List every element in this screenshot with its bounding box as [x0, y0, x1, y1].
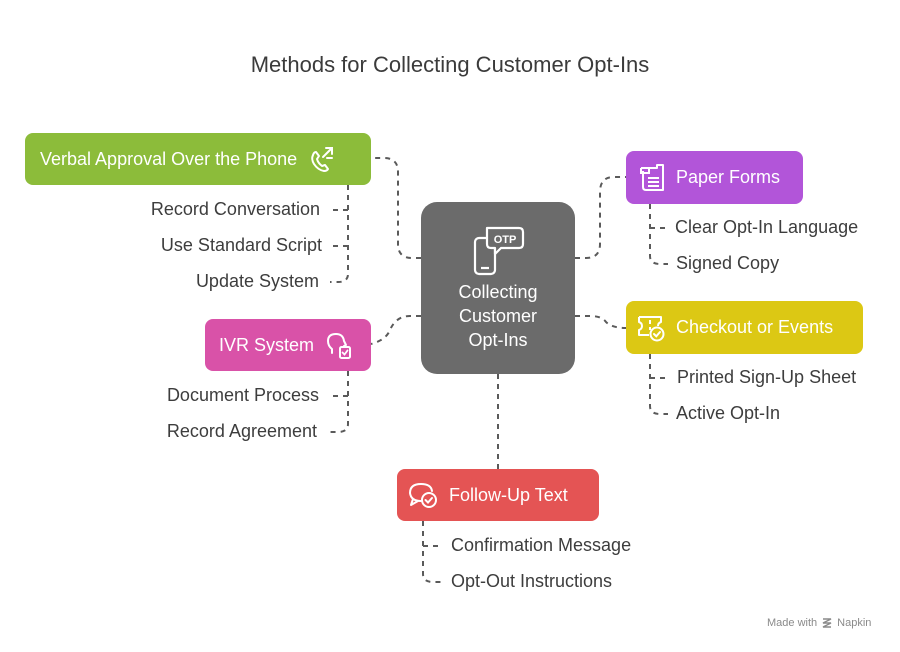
connector-followup-items [422, 521, 441, 583]
list-item: Update System [195, 271, 319, 291]
phone-otp-icon: OTP [473, 226, 525, 276]
diagram-title: Methods for Collecting Customer Opt-Ins [250, 52, 650, 77]
central-node: OTP Collecting Customer Opt-Ins [421, 202, 575, 374]
connector-paper-items [649, 204, 668, 265]
node-ivr-system-label: IVR System [219, 334, 315, 355]
connector-verbal [371, 157, 421, 259]
form-document-icon [640, 163, 664, 191]
napkin-logo-icon [822, 618, 832, 628]
list-item: Signed Copy [676, 253, 780, 273]
footer-brand: Napkin [837, 617, 872, 629]
connector-ivr-items [328, 371, 349, 433]
central-label-line-1: Collecting [458, 282, 538, 302]
connector-paper [575, 176, 626, 259]
node-paper-forms-label: Paper Forms [676, 167, 781, 187]
chat-check-icon [408, 482, 437, 508]
otp-icon-text: OTP [494, 234, 517, 246]
ticket-check-icon [638, 315, 665, 341]
voice-check-icon [327, 333, 352, 359]
list-item: Record Agreement [166, 421, 317, 441]
footer-made-with: Made with [767, 617, 818, 629]
made-with-napkin: Made with Napkin [767, 617, 871, 629]
central-label-line-2: Customer [458, 306, 538, 326]
list-item: Active Opt-In [676, 403, 781, 423]
node-checkout-events: Checkout or Events [626, 301, 863, 354]
list-item: Use Standard Script [160, 235, 322, 255]
list-item: Document Process [166, 385, 319, 405]
node-follow-up-text: Follow-Up Text [397, 469, 599, 521]
node-ivr-system: IVR System [205, 319, 371, 371]
node-checkout-events-label: Checkout or Events [676, 317, 834, 337]
list-item: Record Conversation [150, 199, 320, 219]
list-item: Clear Opt-In Language [675, 217, 859, 237]
list-item: Opt-Out Instructions [451, 571, 613, 591]
connector-checkout-items [649, 354, 668, 415]
connector-checkout [575, 315, 627, 329]
list-item: Confirmation Message [451, 535, 632, 555]
node-verbal-approval-label: Verbal Approval Over the Phone [40, 148, 298, 169]
central-label-line-3: Opt-Ins [468, 330, 528, 350]
connector-ivr [370, 315, 421, 345]
node-paper-forms: Paper Forms [626, 151, 803, 204]
phone-transfer-icon [311, 147, 334, 172]
node-verbal-approval: Verbal Approval Over the Phone [25, 133, 371, 185]
node-follow-up-text-label: Follow-Up Text [449, 484, 568, 505]
connector-verbal-items [330, 185, 349, 283]
central-node-label: Collecting Customer Opt-Ins [421, 280, 575, 352]
list-item: Printed Sign-Up Sheet [677, 367, 857, 387]
